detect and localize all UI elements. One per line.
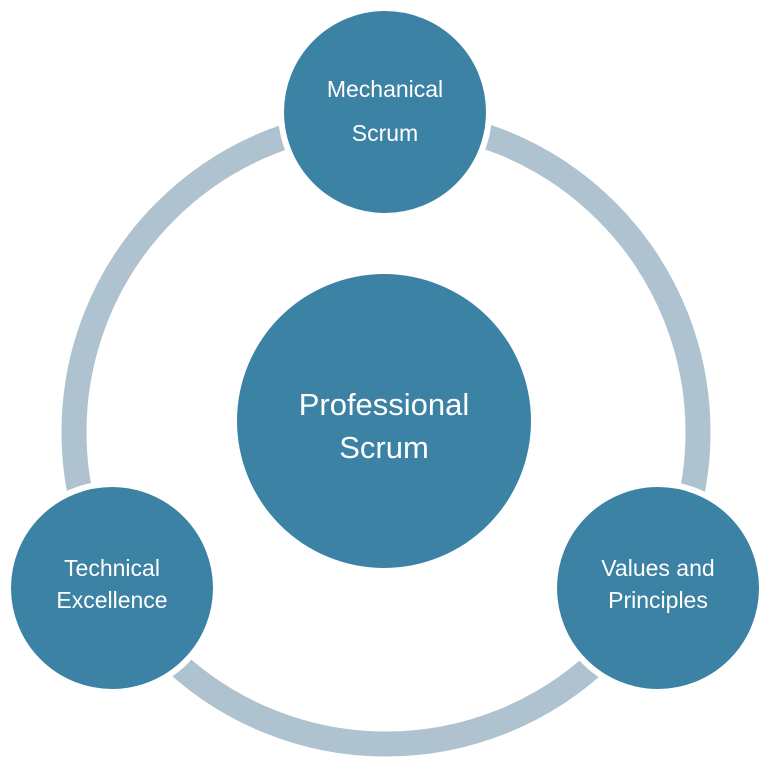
node-values-and-principles-label-line2: Principles [608, 587, 708, 613]
center-node-label-line2: Scrum [339, 430, 429, 465]
center-node-professional-scrum: Professional Scrum [237, 274, 531, 568]
node-technical-excellence-circle [5, 481, 219, 695]
node-mechanical-scrum-label-line1: Mechanical [327, 76, 443, 102]
node-mechanical-scrum-circle [278, 5, 492, 219]
node-values-and-principles-circle [551, 481, 765, 695]
node-values-and-principles: Values and Principles [551, 481, 765, 695]
node-values-and-principles-label-line1: Values and [601, 555, 714, 581]
node-mechanical-scrum-label-line2: Scrum [352, 120, 418, 146]
node-technical-excellence: Technical Excellence [5, 481, 219, 695]
node-technical-excellence-label-line1: Technical [64, 555, 160, 581]
center-node-label-line1: Professional [299, 387, 470, 422]
center-node-circle [237, 274, 531, 568]
node-technical-excellence-label-line2: Excellence [56, 587, 167, 613]
node-mechanical-scrum: Mechanical Scrum [278, 5, 492, 219]
